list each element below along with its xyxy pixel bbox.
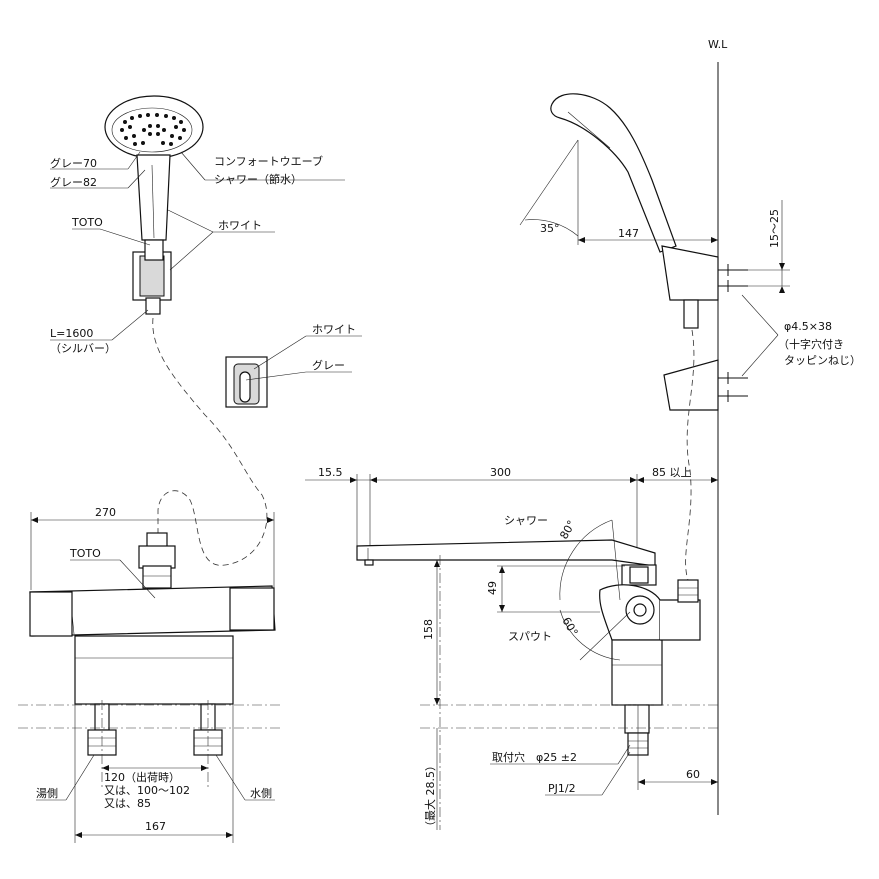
hand-shower-leaders: グレー70 グレー82 コンフォートウエーブ シャワー（節水） TOTO ホワイ… <box>50 151 345 355</box>
angle-60: 60° <box>559 615 580 638</box>
hose-color-label: （シルバー） <box>50 342 116 355</box>
comfort-wave-label-1: コンフォートウエーブ <box>214 154 323 168</box>
faucet-side-view: 15.5 300 85 以上 80° 60° シャワー スパウト <box>305 466 718 832</box>
faucet-front-view: 270 TOTO 湯側 <box>18 506 280 843</box>
dim-15-25: 15〜25 <box>768 209 781 248</box>
wl-label: W.L <box>708 38 728 51</box>
pj-label: PJ1/2 <box>548 782 576 795</box>
dim-49: 49 <box>486 581 499 595</box>
hose-path <box>152 317 268 566</box>
dim-85: 85 以上 <box>652 466 692 479</box>
max-28-5-label: （最大 28.5） <box>423 760 437 832</box>
shower-label: シャワー <box>504 514 548 527</box>
bracket-screws-top <box>718 264 748 292</box>
hand-shower-front <box>104 95 204 315</box>
screw-label-2: （十字穴付き <box>778 337 844 351</box>
spout-label: スパウト <box>508 630 552 643</box>
grey-holder-label: グレー <box>312 358 345 372</box>
comfort-wave-label-2: シャワー（節水） <box>214 172 302 186</box>
dim-147: 147 <box>618 227 639 240</box>
pitch-label-3: 又は、85 <box>104 797 151 810</box>
shower-side-view: 35° 147 15〜25 φ4.5×38 （十字穴付き タッピンねじ） <box>519 93 861 411</box>
pitch-label-2: 又は、100〜102 <box>104 784 190 797</box>
angle-80: 80° <box>557 518 578 541</box>
pitch-label-1: 120（出荷時） <box>104 770 180 784</box>
bracket-screws-bottom <box>718 372 748 402</box>
shower-nozzles <box>120 113 186 146</box>
angle-35: 35° <box>540 222 560 235</box>
dim-300: 300 <box>490 466 511 479</box>
grey82-label: グレー82 <box>50 175 97 189</box>
cold-side-label: 水側 <box>250 787 272 800</box>
white-holder-label: ホワイト <box>312 323 356 336</box>
hose-path-right <box>685 329 695 581</box>
hose-length-label: L=1600 <box>50 327 93 340</box>
toto-label-top: TOTO <box>71 216 103 229</box>
screw-label-1: φ4.5×38 <box>784 320 832 333</box>
grey70-label: グレー70 <box>50 156 97 170</box>
dim-15-5: 15.5 <box>318 466 343 479</box>
dim-158: 158 <box>422 619 435 640</box>
holder-detail: ホワイト グレー <box>225 323 362 408</box>
dim-167: 167 <box>145 820 166 833</box>
toto-label-body: TOTO <box>69 547 101 560</box>
white-label-top: ホワイト <box>218 219 262 232</box>
screw-label-3: タッピンねじ） <box>784 354 861 367</box>
dim-270: 270 <box>95 506 116 519</box>
dim-60: 60 <box>686 768 700 781</box>
wall-line: W.L <box>708 38 728 815</box>
mount-hole-label: 取付穴 φ25 ±2 <box>492 750 577 764</box>
hot-side-label: 湯側 <box>36 787 58 800</box>
